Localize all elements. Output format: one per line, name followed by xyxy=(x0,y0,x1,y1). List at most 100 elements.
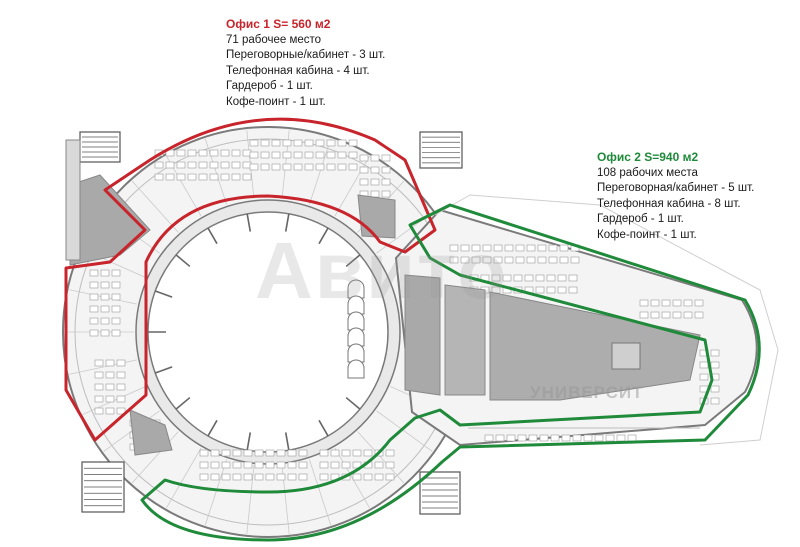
desk xyxy=(315,139,325,147)
radial-partition xyxy=(131,180,179,233)
desk xyxy=(537,256,547,264)
atrium-column xyxy=(345,254,361,268)
desk xyxy=(348,151,358,159)
desk xyxy=(111,329,121,337)
terrace-outline xyxy=(434,194,779,446)
desk xyxy=(370,178,380,186)
office-2-phone-booths: Телефонная кабина - 8 шт. xyxy=(597,197,741,210)
desk xyxy=(559,256,569,264)
desk xyxy=(94,395,104,403)
desk xyxy=(370,190,380,198)
office-2-title: Офис 2 S=940 м2 xyxy=(597,150,699,164)
desk xyxy=(326,139,336,147)
desk xyxy=(249,151,259,159)
desk xyxy=(232,449,242,457)
desk xyxy=(105,371,115,379)
desk xyxy=(526,244,536,252)
west-wall-block xyxy=(65,139,81,261)
desk xyxy=(116,407,126,415)
desk xyxy=(495,434,505,442)
atrium-column xyxy=(207,419,218,437)
office-1-legend: Офис 1 S= 560 м2 71 рабочее место Перего… xyxy=(226,17,385,110)
atrium-window xyxy=(347,279,365,299)
desk xyxy=(548,244,558,252)
desk xyxy=(298,461,308,469)
desk xyxy=(535,274,545,282)
desk xyxy=(370,154,380,162)
desk xyxy=(583,434,593,442)
desk xyxy=(221,449,231,457)
desk xyxy=(710,397,720,405)
desk xyxy=(374,461,384,469)
radial-partition xyxy=(204,138,227,205)
desk xyxy=(265,473,275,481)
desk xyxy=(100,293,110,301)
desk xyxy=(198,161,208,169)
office-1-meeting-rooms: Переговорные/кабинет - 3 шт. xyxy=(226,49,386,61)
building-cores xyxy=(69,174,701,456)
desk xyxy=(699,361,709,369)
core-east-2 xyxy=(444,284,486,396)
radial-partition xyxy=(166,447,202,509)
lift-shaft xyxy=(611,342,641,370)
desk xyxy=(89,329,99,337)
desk xyxy=(89,305,99,313)
desk xyxy=(199,461,209,469)
desk xyxy=(100,281,110,289)
desk xyxy=(187,161,197,169)
atrium-window xyxy=(347,359,365,379)
desk xyxy=(570,256,580,264)
radial-partition xyxy=(246,465,255,534)
desk xyxy=(232,461,242,469)
desk xyxy=(515,256,525,264)
desk xyxy=(287,473,297,481)
desk xyxy=(282,151,292,159)
desk xyxy=(449,256,459,264)
desk xyxy=(94,371,104,379)
desk xyxy=(287,449,297,457)
desk xyxy=(315,151,325,159)
desk xyxy=(89,293,99,301)
desk xyxy=(385,461,395,469)
desk xyxy=(249,139,259,147)
desk xyxy=(493,244,503,252)
desk xyxy=(557,286,567,294)
desk xyxy=(154,173,164,181)
desk xyxy=(210,461,220,469)
desk xyxy=(363,449,373,457)
desk xyxy=(661,299,671,307)
desk xyxy=(94,407,104,415)
desk xyxy=(260,163,270,171)
radial-partition xyxy=(204,459,227,526)
desk xyxy=(220,149,230,157)
desk xyxy=(694,299,704,307)
desk xyxy=(568,286,578,294)
desk xyxy=(242,173,252,181)
desk xyxy=(271,163,281,171)
desk xyxy=(232,473,242,481)
desk xyxy=(287,461,297,469)
desk xyxy=(221,473,231,481)
desk xyxy=(165,149,175,157)
desk xyxy=(616,434,626,442)
desk xyxy=(116,371,126,379)
desk xyxy=(176,161,186,169)
desk xyxy=(105,359,115,367)
radial-partition xyxy=(131,431,179,484)
desk xyxy=(471,244,481,252)
desk xyxy=(526,256,536,264)
desk xyxy=(199,473,209,481)
desk xyxy=(319,449,329,457)
desk xyxy=(568,274,578,282)
desk xyxy=(199,449,209,457)
desk xyxy=(363,473,373,481)
atrium-column xyxy=(175,254,191,268)
desk xyxy=(546,286,556,294)
stairwells xyxy=(65,131,463,515)
office-outlines xyxy=(64,117,761,542)
desk xyxy=(220,161,230,169)
desk xyxy=(231,161,241,169)
desk xyxy=(515,244,525,252)
desk xyxy=(650,311,660,319)
